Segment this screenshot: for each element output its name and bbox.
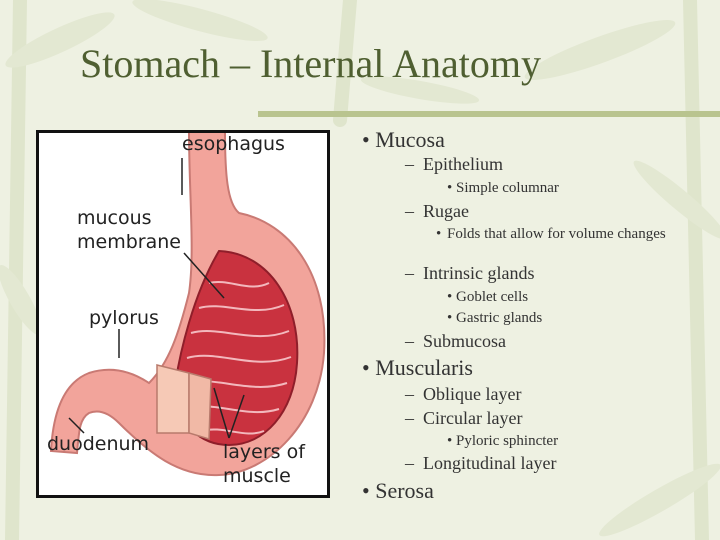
- bullet-dot: •: [447, 433, 457, 449]
- bullet-epithelium: – Epithelium: [405, 154, 503, 175]
- bullet-gastric: • Gastric glands: [447, 310, 542, 327]
- dash-mark: –: [405, 453, 423, 473]
- slide-title: Stomach – Internal Anatomy: [80, 41, 542, 86]
- bullet-text: Gastric glands: [456, 310, 543, 326]
- bullet-dot: •: [447, 180, 457, 196]
- bullet-mucosa: • Mucosa: [362, 127, 445, 153]
- bullet-muscularis: • Muscularis: [362, 355, 473, 381]
- bullet-text: Muscularis: [375, 355, 473, 380]
- pointer-lines: [68, 158, 245, 439]
- dash-mark: –: [405, 331, 423, 351]
- bullet-submucosa: – Submucosa: [405, 331, 506, 352]
- bullet-text: Intrinsic glands: [423, 263, 535, 283]
- bullet-text: Folds that allow for volume changes: [447, 226, 666, 242]
- label-membrane: membrane: [77, 231, 181, 253]
- stomach-illustration: [49, 133, 326, 477]
- bullet-simple-columnar: • Simple columnar: [447, 180, 559, 197]
- bullet-text: Circular layer: [423, 408, 523, 428]
- bullet-dot: •: [362, 355, 376, 380]
- bullet-text: Goblet cells: [456, 289, 529, 305]
- muscle-layers: [156, 364, 212, 440]
- dash-mark: –: [405, 408, 423, 428]
- bullet-text: Simple columnar: [456, 180, 559, 196]
- bullet-text: Rugae: [423, 201, 469, 221]
- bullet-pyloric: • Pyloric sphincter: [447, 433, 558, 450]
- bullet-text: Oblique layer: [423, 384, 522, 404]
- title-divider: [258, 111, 720, 117]
- bullet-dot: •: [362, 478, 376, 503]
- bullet-oblique: – Oblique layer: [405, 384, 521, 405]
- label-pylorus: pylorus: [89, 307, 159, 329]
- bullet-text: Longitudinal layer: [423, 453, 557, 473]
- bullet-text: Pyloric sphincter: [456, 433, 559, 449]
- label-mucous: mucous: [77, 207, 152, 229]
- bullet-rugae: – Rugae: [405, 201, 469, 222]
- dash-mark: –: [405, 384, 423, 404]
- bullet-serosa: • Serosa: [362, 478, 434, 504]
- bullet-dot: •: [362, 127, 376, 152]
- bullet-dot: •: [447, 289, 457, 305]
- label-muscle: muscle: [223, 465, 291, 487]
- bullet-longitudinal: – Longitudinal layer: [405, 453, 556, 474]
- bullet-goblet: • Goblet cells: [447, 289, 528, 306]
- dash-mark: –: [405, 263, 423, 283]
- bullet-dot: •: [447, 310, 457, 326]
- label-esophagus: esophagus: [182, 133, 285, 155]
- bullet-text: Epithelium: [423, 154, 503, 174]
- bullet-text: Serosa: [375, 478, 434, 503]
- bullet-text: Submucosa: [423, 331, 506, 351]
- label-layers-of: layers of: [223, 441, 305, 463]
- bullet-text: Mucosa: [375, 127, 445, 152]
- dash-mark: –: [405, 201, 423, 221]
- bullet-folds: • Folds that allow for volume changes: [436, 226, 666, 242]
- stomach-diagram: esophagus mucous membrane pylorus duoden…: [36, 130, 330, 498]
- bullet-circular: – Circular layer: [405, 408, 522, 429]
- label-duodenum: duodenum: [47, 433, 150, 455]
- bullet-intrinsic-glands: – Intrinsic glands: [405, 263, 534, 284]
- dash-mark: –: [405, 154, 423, 174]
